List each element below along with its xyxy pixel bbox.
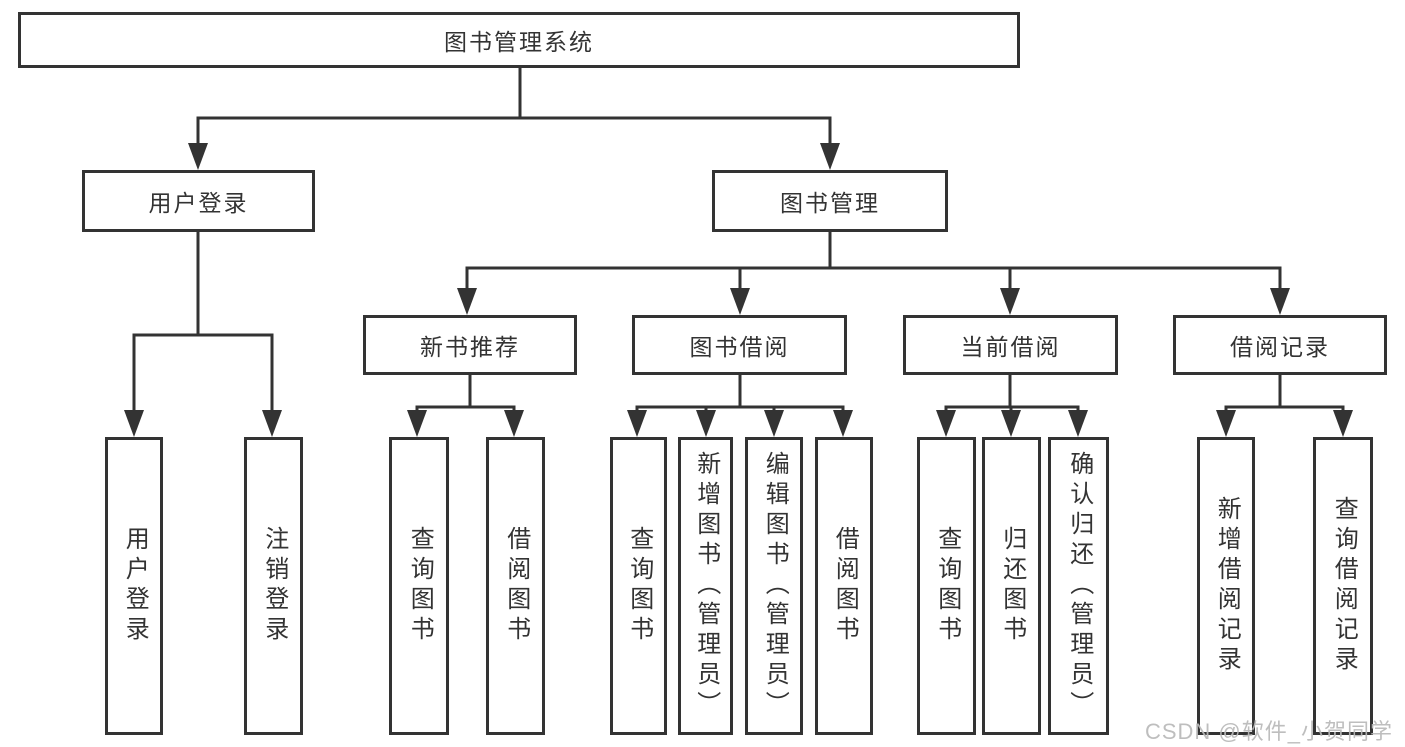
- node-label: 用户登录: [148, 190, 249, 216]
- node-label: 新增借阅记录: [1213, 496, 1241, 676]
- leaf-add-books-admin: 新增图书（管理员）: [678, 437, 733, 735]
- arrowhead: [730, 288, 750, 315]
- node-label: 查询图书: [933, 526, 961, 646]
- leaf-borrow-books-recommend: 借阅图书: [486, 437, 545, 735]
- node-label: 图书管理: [780, 190, 880, 216]
- node-current-borrow: 当前借阅: [903, 315, 1118, 375]
- node-label: 新书推荐: [420, 334, 520, 360]
- leaf-add-borrow-record: 新增借阅记录: [1197, 437, 1255, 735]
- csdn-watermark: CSDN @软件_小贺同学: [1144, 719, 1393, 744]
- node-borrow-records: 借阅记录: [1173, 315, 1387, 375]
- leaf-confirm-return-admin: 确认归还（管理员）: [1048, 437, 1109, 735]
- arrowhead: [696, 410, 716, 437]
- node-label: 图书借阅: [689, 334, 790, 360]
- arrowhead: [504, 410, 524, 437]
- arrowhead: [1001, 410, 1021, 437]
- node-label: 编辑图书（管理员）: [761, 451, 789, 721]
- leaf-return-books: 归还图书: [982, 437, 1041, 735]
- arrowhead: [1000, 288, 1020, 315]
- leaf-query-books-current: 查询图书: [917, 437, 976, 735]
- arrowhead: [1068, 410, 1088, 437]
- arrowhead-group: [124, 143, 1353, 437]
- arrowhead: [1333, 410, 1353, 437]
- arrowhead: [627, 410, 647, 437]
- node-label: 借阅记录: [1230, 334, 1330, 360]
- arrowhead: [188, 143, 208, 170]
- leaf-query-books-recommend: 查询图书: [389, 437, 449, 735]
- node-root: 图书管理系统: [18, 12, 1020, 68]
- arrowhead: [833, 410, 853, 437]
- arrowhead: [124, 410, 144, 437]
- node-label: 注销登录: [260, 526, 288, 646]
- arrowhead: [407, 410, 427, 437]
- leaf-logout: 注销登录: [244, 437, 303, 735]
- node-label: 查询图书: [406, 526, 434, 646]
- node-label: 当前借阅: [960, 334, 1061, 360]
- node-label: 图书管理系统: [444, 29, 594, 55]
- arrowhead: [457, 288, 477, 315]
- node-label: 借阅图书: [502, 526, 530, 646]
- node-book-borrow: 图书借阅: [632, 315, 847, 375]
- node-label: 新增图书（管理员）: [692, 451, 720, 721]
- leaf-borrow-books: 借阅图书: [815, 437, 873, 735]
- leaf-user-login: 用户登录: [105, 437, 163, 735]
- leaf-query-borrow-record: 查询借阅记录: [1313, 437, 1373, 735]
- leaf-edit-books-admin: 编辑图书（管理员）: [745, 437, 803, 735]
- node-label: 用户登录: [121, 526, 149, 646]
- node-label: 查询借阅记录: [1330, 496, 1358, 676]
- node-label: 确认归还（管理员）: [1065, 451, 1093, 721]
- node-label: 借阅图书: [831, 526, 859, 646]
- node-label: 归还图书: [998, 526, 1026, 646]
- leaf-query-books-borrow: 查询图书: [610, 437, 667, 735]
- node-book-management: 图书管理: [712, 170, 948, 232]
- node-user-login: 用户登录: [82, 170, 315, 232]
- node-new-book-recommend: 新书推荐: [363, 315, 577, 375]
- arrowhead: [1216, 410, 1236, 437]
- arrowhead: [820, 143, 840, 170]
- arrowhead: [764, 410, 784, 437]
- arrowhead: [262, 410, 282, 437]
- arrowhead: [1270, 288, 1290, 315]
- node-label: 查询图书: [625, 526, 653, 646]
- arrowhead: [936, 410, 956, 437]
